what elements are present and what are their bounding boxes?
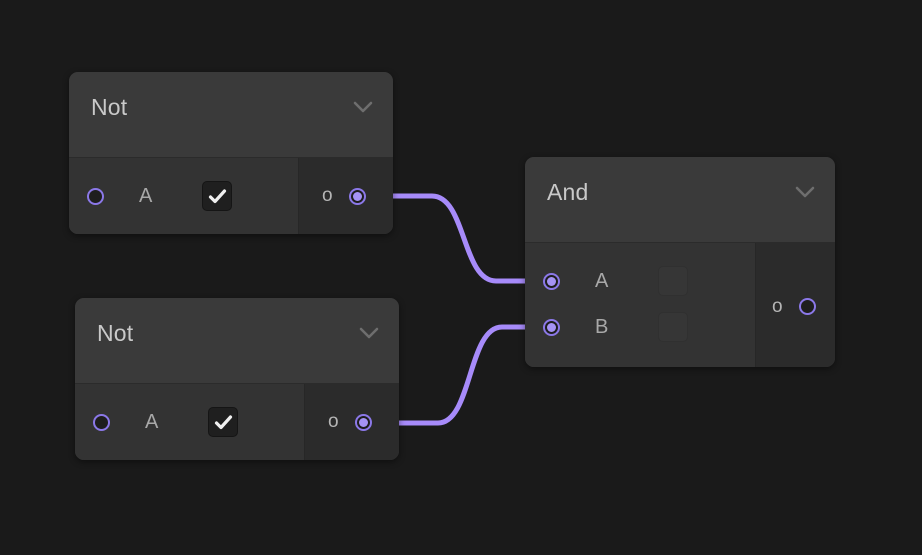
- node-and[interactable]: And A B: [525, 157, 835, 367]
- output-label-o: o: [328, 411, 339, 432]
- node-header[interactable]: Not: [75, 298, 399, 384]
- output-label-o: o: [322, 185, 333, 206]
- input-row-a[interactable]: A: [525, 258, 755, 304]
- output-port-o[interactable]: [799, 298, 816, 315]
- input-port-a[interactable]: [93, 414, 110, 431]
- chevron-down-icon[interactable]: [795, 185, 815, 199]
- output-port-o[interactable]: [355, 414, 372, 431]
- node-title: And: [547, 179, 589, 205]
- input-port-a[interactable]: [87, 188, 104, 205]
- input-label-a: A: [145, 411, 159, 433]
- input-label-a: A: [139, 185, 153, 207]
- chevron-down-icon[interactable]: [353, 100, 373, 114]
- node-header[interactable]: Not: [69, 72, 393, 158]
- input-checkbox-a[interactable]: [658, 266, 688, 296]
- inputs-column: A: [75, 384, 304, 460]
- output-label-o: o: [772, 296, 783, 317]
- node-not-1[interactable]: Not A: [69, 72, 393, 234]
- input-row-a[interactable]: A: [69, 158, 298, 234]
- input-label-b: B: [595, 316, 609, 338]
- input-checkbox-b[interactable]: [658, 312, 688, 342]
- node-body: A B o: [525, 243, 835, 367]
- output-row-o[interactable]: o: [305, 384, 399, 460]
- outputs-column: o: [755, 243, 835, 367]
- node-not-2[interactable]: Not A: [75, 298, 399, 460]
- inputs-column: A B: [525, 243, 755, 367]
- input-row-b[interactable]: B: [525, 304, 755, 350]
- node-title: Not: [97, 320, 134, 346]
- node-body: A o: [69, 158, 393, 234]
- input-label-a: A: [595, 270, 609, 292]
- input-checkbox-a[interactable]: [202, 181, 232, 211]
- node-body: A o: [75, 384, 399, 460]
- chevron-down-icon[interactable]: [359, 326, 379, 340]
- node-header[interactable]: And: [525, 157, 835, 243]
- output-row-o[interactable]: o: [299, 158, 393, 234]
- node-title: Not: [91, 94, 128, 120]
- input-checkbox-a[interactable]: [208, 407, 238, 437]
- output-row-o[interactable]: o: [756, 243, 835, 367]
- input-port-b[interactable]: [543, 319, 560, 336]
- output-port-o[interactable]: [349, 188, 366, 205]
- input-port-a[interactable]: [543, 273, 560, 290]
- outputs-column: o: [298, 158, 393, 234]
- input-row-a[interactable]: A: [75, 384, 304, 460]
- inputs-column: A: [69, 158, 298, 234]
- outputs-column: o: [304, 384, 399, 460]
